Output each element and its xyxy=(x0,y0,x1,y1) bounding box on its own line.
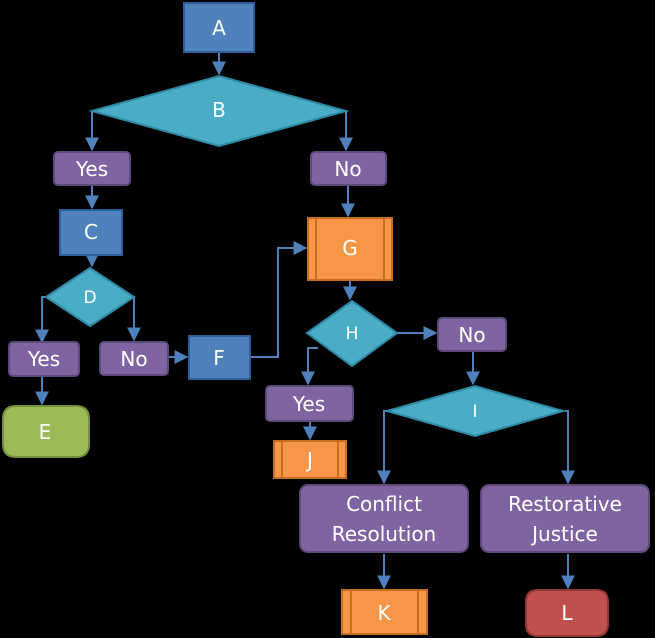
arrow-d-yes xyxy=(35,296,49,344)
node-k-label: K xyxy=(377,601,391,625)
node-f-label: F xyxy=(213,346,225,370)
decision-i: I xyxy=(383,384,567,438)
decision-d: D xyxy=(44,266,136,328)
node-l-label: L xyxy=(561,601,573,625)
node-g: G xyxy=(307,217,393,281)
decision-b: B xyxy=(88,74,350,148)
restorative-line-1: Restorative xyxy=(508,492,622,516)
label-no-b-text: No xyxy=(334,157,361,181)
decision-i-label: I xyxy=(472,402,477,422)
node-l: L xyxy=(525,589,609,637)
arrow-d-no xyxy=(127,296,141,342)
node-k: K xyxy=(341,589,428,635)
label-yes-b: Yes xyxy=(53,151,131,186)
node-j: J xyxy=(273,440,347,479)
node-e-label: E xyxy=(39,420,52,444)
label-no-h-text: No xyxy=(458,323,485,347)
node-c: C xyxy=(59,209,123,256)
node-c-label: C xyxy=(84,220,98,244)
label-yes-d-text: Yes xyxy=(27,347,60,371)
label-yes-h-text: Yes xyxy=(292,392,325,416)
arrow-f-g xyxy=(250,241,308,358)
decision-d-label: D xyxy=(83,288,96,308)
restorative-line-2: Justice xyxy=(530,522,598,546)
node-a: A xyxy=(183,2,255,53)
conflict-line-2: Resolution xyxy=(332,522,437,546)
label-no-d-text: No xyxy=(120,347,147,371)
node-e: E xyxy=(2,405,90,458)
node-a-label: A xyxy=(212,16,226,40)
node-restorative-justice: Restorative Justice xyxy=(480,484,650,553)
decision-h: H xyxy=(305,299,399,368)
label-no-b: No xyxy=(310,151,387,186)
arrow-i-restorative xyxy=(561,410,575,485)
node-g-label: G xyxy=(342,236,358,260)
label-no-h: No xyxy=(437,317,507,352)
node-j-label: J xyxy=(305,448,313,472)
node-f: F xyxy=(188,335,251,380)
decision-b-label: B xyxy=(212,98,226,122)
label-yes-d: Yes xyxy=(8,341,80,377)
decision-h-label: H xyxy=(346,324,359,344)
label-no-d: No xyxy=(99,341,169,376)
node-conflict-resolution: Conflict Resolution xyxy=(299,484,469,553)
label-yes-h: Yes xyxy=(265,385,354,422)
arrow-i-conflict xyxy=(377,410,391,485)
arrow-h-yes xyxy=(301,347,318,386)
conflict-line-1: Conflict xyxy=(346,492,422,516)
label-yes-b-text: Yes xyxy=(75,157,108,181)
